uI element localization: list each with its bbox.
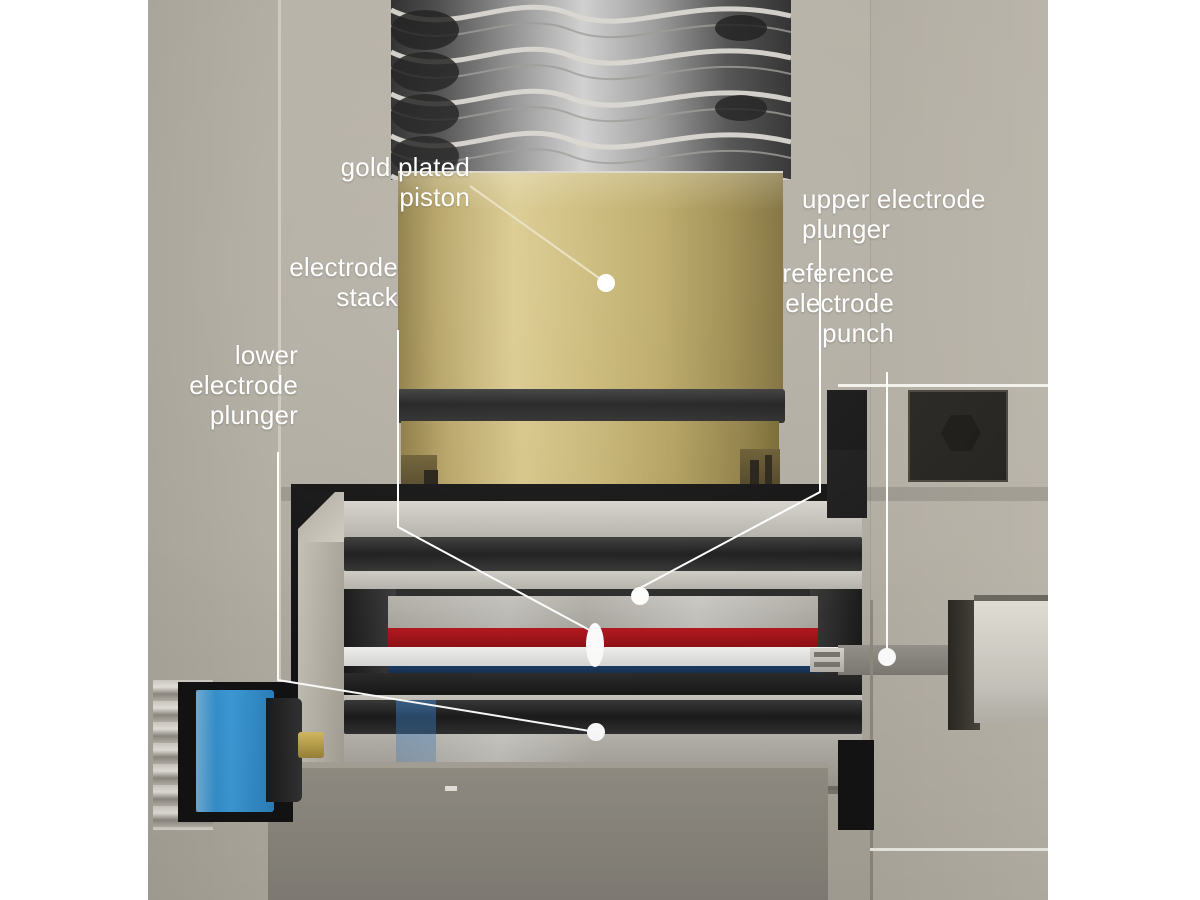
dot-electrode-stack (586, 623, 604, 667)
housing-top-rail (291, 484, 861, 502)
cell-dark-rail-lower (344, 673, 862, 695)
leader-lower-electrode-plunger (277, 452, 597, 733)
gold-nipple (298, 732, 324, 758)
piston-notch-right-b (765, 455, 772, 485)
right-dark-strip (838, 740, 874, 830)
base-block (268, 762, 828, 900)
label-reference-electrode-punch: reference electrode punch (782, 258, 894, 349)
upper-electrode-plunger-seal (344, 537, 862, 571)
gold-plated-piston-upper (398, 171, 783, 391)
piston-seal-oring (397, 389, 785, 423)
bellows-convolutions (391, 4, 791, 180)
backdrop-edge-line (278, 0, 281, 900)
gold-plated-piston-lower (401, 421, 779, 495)
right-cylinder-block (974, 595, 1048, 723)
right-dark-block-upper (827, 390, 867, 450)
bellows-assembly (391, 0, 791, 180)
hex-bolt-recess-upper (908, 390, 1008, 482)
callout-leader-layer (277, 185, 896, 741)
right-dark-block-lower (827, 450, 867, 518)
base-marking (445, 786, 457, 791)
label-upper-electrode-plunger: upper electrode plunger (802, 184, 986, 245)
separator-blue-band (388, 666, 818, 673)
cell-plate-upper (344, 501, 862, 537)
punch-bar-slot-b (814, 662, 840, 667)
leader-electrode-stack (397, 330, 596, 634)
punch-bar-slot-a (814, 652, 840, 657)
label-gold-plated-piston: gold plated piston (340, 152, 470, 213)
label-electrode-stack: electrode stack (289, 252, 398, 313)
right-lower-highlight-line (870, 848, 1048, 851)
dot-reference-electrode-punch (878, 648, 896, 666)
hex-bolt-head-upper-icon (941, 415, 981, 451)
dot-lower-electrode-plunger (587, 723, 605, 741)
dot-upper-electrode-plunger (631, 587, 649, 605)
right-cylinder-top-edge (974, 595, 1048, 601)
blue-port-fitting (196, 690, 274, 812)
dot-gold-plated-piston (597, 274, 615, 292)
right-upper-highlight-line (838, 384, 1048, 387)
housing-left-chamfer (298, 492, 344, 542)
piston-notch-right-a (750, 460, 759, 496)
blue-fitting-highlight (196, 690, 216, 812)
base-top-edge (268, 762, 828, 768)
piston-highlight (398, 171, 783, 211)
leader-upper-electrode-plunger (639, 240, 821, 589)
leader-gold-plated-piston (469, 185, 607, 284)
reference-electrode-punch-bar (838, 645, 958, 675)
label-lower-electrode-plunger: lower electrode plunger (189, 340, 298, 431)
cad-render-canvas: gold plated piston electrode stack lower… (148, 0, 1048, 900)
fitting-collar (266, 698, 302, 802)
